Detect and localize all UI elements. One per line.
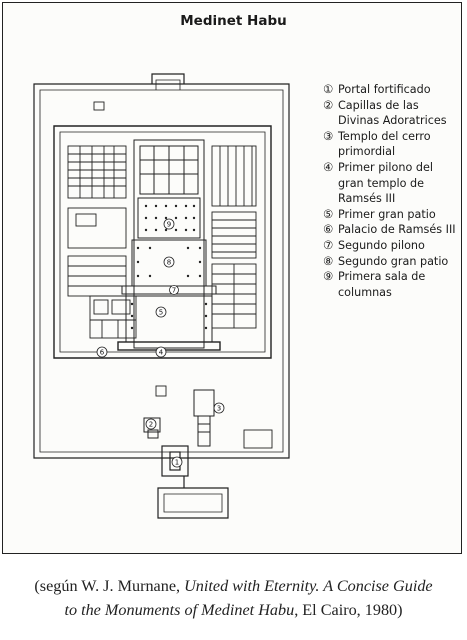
legend-number: ⑧: [323, 253, 334, 268]
caption-book-subtitle: to the Monuments of Medinet Habu: [64, 601, 295, 619]
legend-number: ③: [323, 128, 334, 143]
legend-number: ⑥: [323, 222, 334, 237]
legend-label: Segundo gran patio: [338, 254, 449, 268]
figure-frame: [2, 2, 462, 554]
site-plan: 1 2 3 4 5 6 7 8 9: [33, 73, 290, 519]
legend-label: Portal fortificado: [338, 83, 431, 96]
legend-label: Primer gran patio: [338, 207, 436, 221]
caption-line2-suffix: , El Cairo, 1980): [294, 601, 403, 619]
legend-item: ⑥ Palacio de Ramsés III: [323, 222, 459, 238]
marker-5: 5: [159, 309, 163, 317]
legend-label: Palacio de Ramsés III: [338, 223, 456, 237]
legend-number: ②: [323, 97, 334, 112]
outer-enclosure-wall: [33, 83, 290, 459]
legend-number: ①: [323, 82, 334, 96]
legend-item: ⑤ Primer gran patio: [323, 207, 459, 223]
source-caption: (según W. J. Murnane, United with Eterni…: [0, 574, 467, 622]
right-storerooms: [211, 145, 257, 329]
legend-label: Templo del cerro primordial: [338, 129, 431, 159]
legend-item: ⑧ Segundo gran patio: [323, 254, 459, 270]
marker-1: 1: [175, 459, 179, 467]
chapels-divine-adoratrices: [143, 417, 161, 439]
small-structures: [93, 101, 273, 449]
first-pylon: [117, 341, 221, 351]
legend-number: ④: [323, 159, 334, 174]
legend-label: Primer pilono del gran templo de Ramsés …: [338, 160, 433, 206]
marker-8: 8: [167, 259, 171, 267]
marker-4: 4: [159, 349, 164, 357]
marker-6: 6: [100, 349, 105, 357]
marker-2: 2: [149, 421, 153, 429]
caption-book-title: United with Eternity. A Concise Guide: [184, 577, 433, 595]
legend-number: ⑤: [323, 206, 334, 221]
legend-label: Primera sala de columnas: [338, 270, 426, 299]
legend-number: ⑨: [323, 269, 334, 284]
second-pylon: [121, 285, 217, 295]
palace-of-ramses-iii: [89, 295, 137, 339]
inner-temenos-wall: [53, 125, 272, 359]
legend-label: Segundo pilono: [338, 238, 425, 252]
left-storerooms: [67, 145, 127, 297]
small-temple: [193, 389, 215, 447]
marker-9: 9: [167, 221, 171, 229]
legend-item: ③ Templo del cerro primordial: [323, 129, 459, 160]
legend-item: ⑨ Primera sala de columnas: [323, 269, 459, 300]
legend-item: ⑦ Segundo pilono: [323, 238, 459, 254]
fortified-gate: [157, 445, 229, 519]
legend-label: Capillas de las Divinas Adoratrices: [338, 98, 447, 128]
plan-number-markers: 1 2 3 4 5 6 7 8 9: [96, 218, 225, 468]
first-hypostyle-hall: [137, 197, 201, 239]
legend-item: ④ Primer pilono del gran templo de Ramsés…: [323, 160, 459, 207]
great-temple: [117, 139, 221, 351]
marker-3: 3: [217, 405, 221, 413]
marker-7: 7: [172, 287, 176, 295]
legend: ① Portal fortificado ② Capillas de las Div…: [323, 82, 459, 300]
legend-item: ① Portal fortificado: [323, 82, 459, 98]
legend-item: ② Capillas de las Divinas Adoratrices: [323, 98, 459, 129]
figure-title: Medinet Habu: [180, 13, 287, 29]
legend-number: ⑦: [323, 237, 334, 252]
caption-line1-prefix: (según W. J. Murnane,: [34, 577, 185, 595]
column-dots: [130, 204, 208, 330]
first-court: [125, 295, 213, 343]
